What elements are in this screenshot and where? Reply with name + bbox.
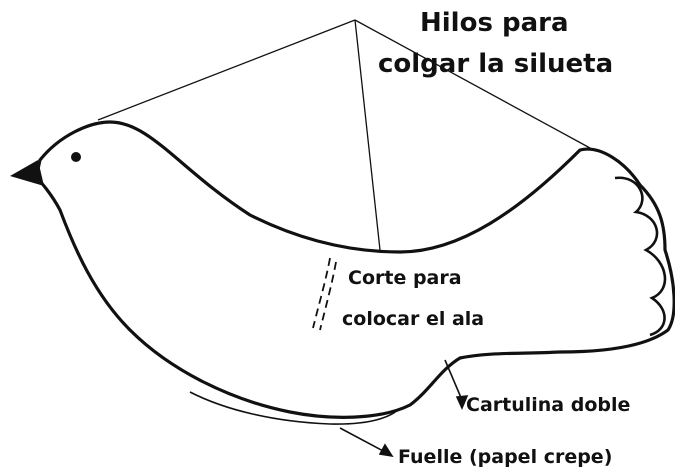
wing-cut-marks — [312, 257, 337, 331]
thread-center — [354, 19, 381, 251]
cut-label-line-1: Corte para — [348, 267, 462, 289]
cardstock-label: Cartulina doble — [466, 394, 630, 416]
thread-right — [354, 19, 591, 149]
thread-left — [97, 19, 356, 121]
bellows-strip — [189, 391, 403, 425]
title-line-2: colgar la silueta — [378, 49, 613, 79]
bellows-label: Fuelle (papel crepe) — [398, 446, 612, 468]
hanging-threads — [97, 19, 591, 251]
dove-outline — [34, 120, 675, 419]
tail-feathers — [614, 176, 667, 337]
title-line-1: Hilos para — [420, 8, 569, 38]
eye — [71, 152, 81, 162]
cut-label-line-2: colocar el ala — [342, 308, 484, 330]
pointer-arrows — [339, 359, 469, 458]
beak — [10, 160, 44, 186]
